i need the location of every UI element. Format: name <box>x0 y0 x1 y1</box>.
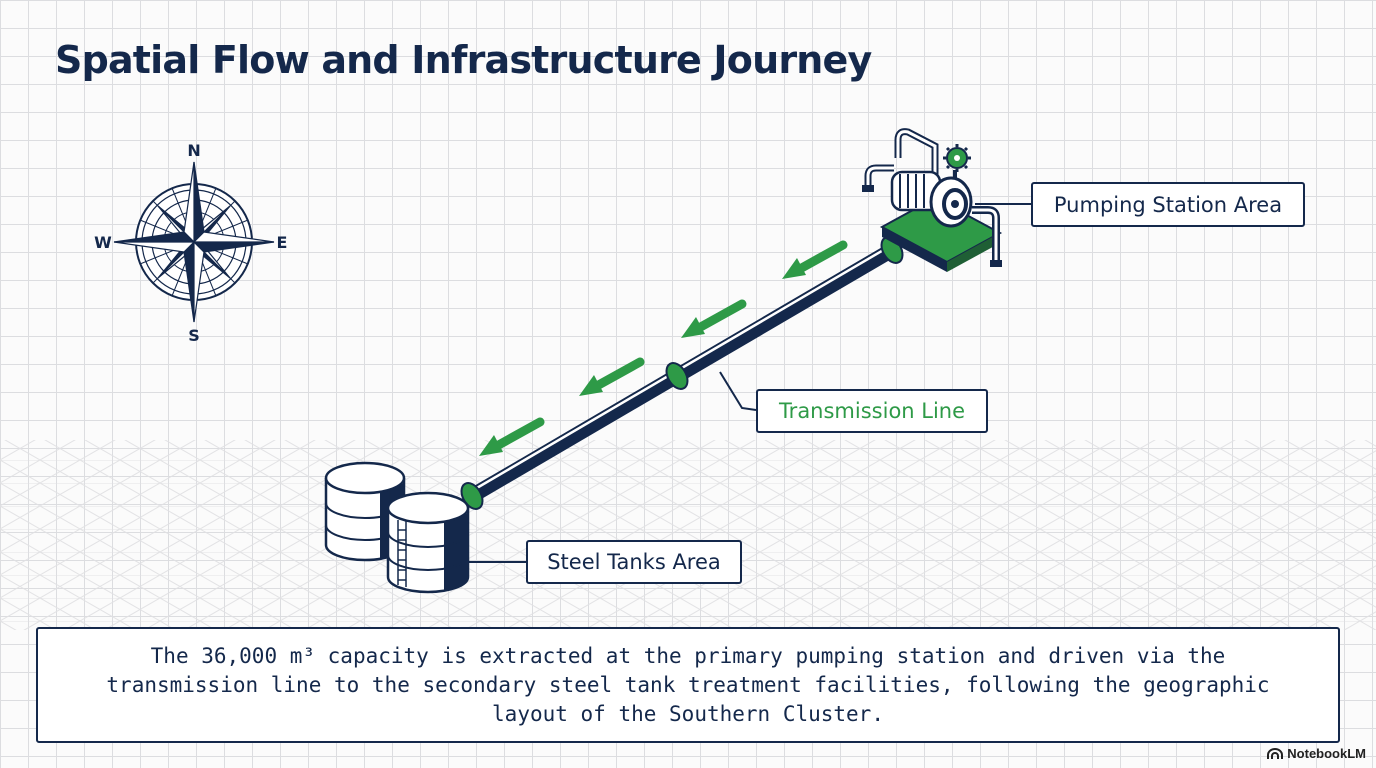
notebooklm-brand: NotebookLM <box>1267 746 1366 761</box>
pipe-flange-middle <box>665 362 689 390</box>
compass-north-label: N <box>187 141 200 160</box>
isometric-ground-grid <box>0 440 1376 630</box>
transmission-line-label: Transmission Line <box>756 389 988 433</box>
compass-south-label: S <box>188 326 200 345</box>
notebooklm-logo-icon <box>1267 747 1284 759</box>
flow-arrow-1 <box>782 240 848 279</box>
caption-text: The 36,000 m³ capacity is extracted at t… <box>106 643 1270 726</box>
pumping-station-icon <box>862 128 1003 272</box>
compass-rose: N S E W <box>94 141 287 345</box>
flow-arrow-3 <box>579 357 645 396</box>
compass-east-label: E <box>277 233 288 252</box>
caption-box: The 36,000 m³ capacity is extracted at t… <box>36 627 1340 743</box>
compass-west-label: W <box>94 233 112 252</box>
steel-tanks-icon <box>324 461 470 594</box>
steel-tanks-label: Steel Tanks Area <box>526 540 742 584</box>
steel-tank-front <box>386 491 470 594</box>
flow-arrow-4 <box>479 417 545 456</box>
leader-lines <box>462 203 1031 563</box>
pumping-station-label: Pumping Station Area <box>1031 182 1305 227</box>
flow-arrows <box>479 240 848 456</box>
flow-arrow-2 <box>681 299 747 338</box>
compass-cardinal-points <box>113 161 275 323</box>
page-title: Spatial Flow and Infrastructure Journey <box>55 38 872 82</box>
leader-line-transmission <box>719 371 757 411</box>
brand-name: NotebookLM <box>1287 746 1366 761</box>
